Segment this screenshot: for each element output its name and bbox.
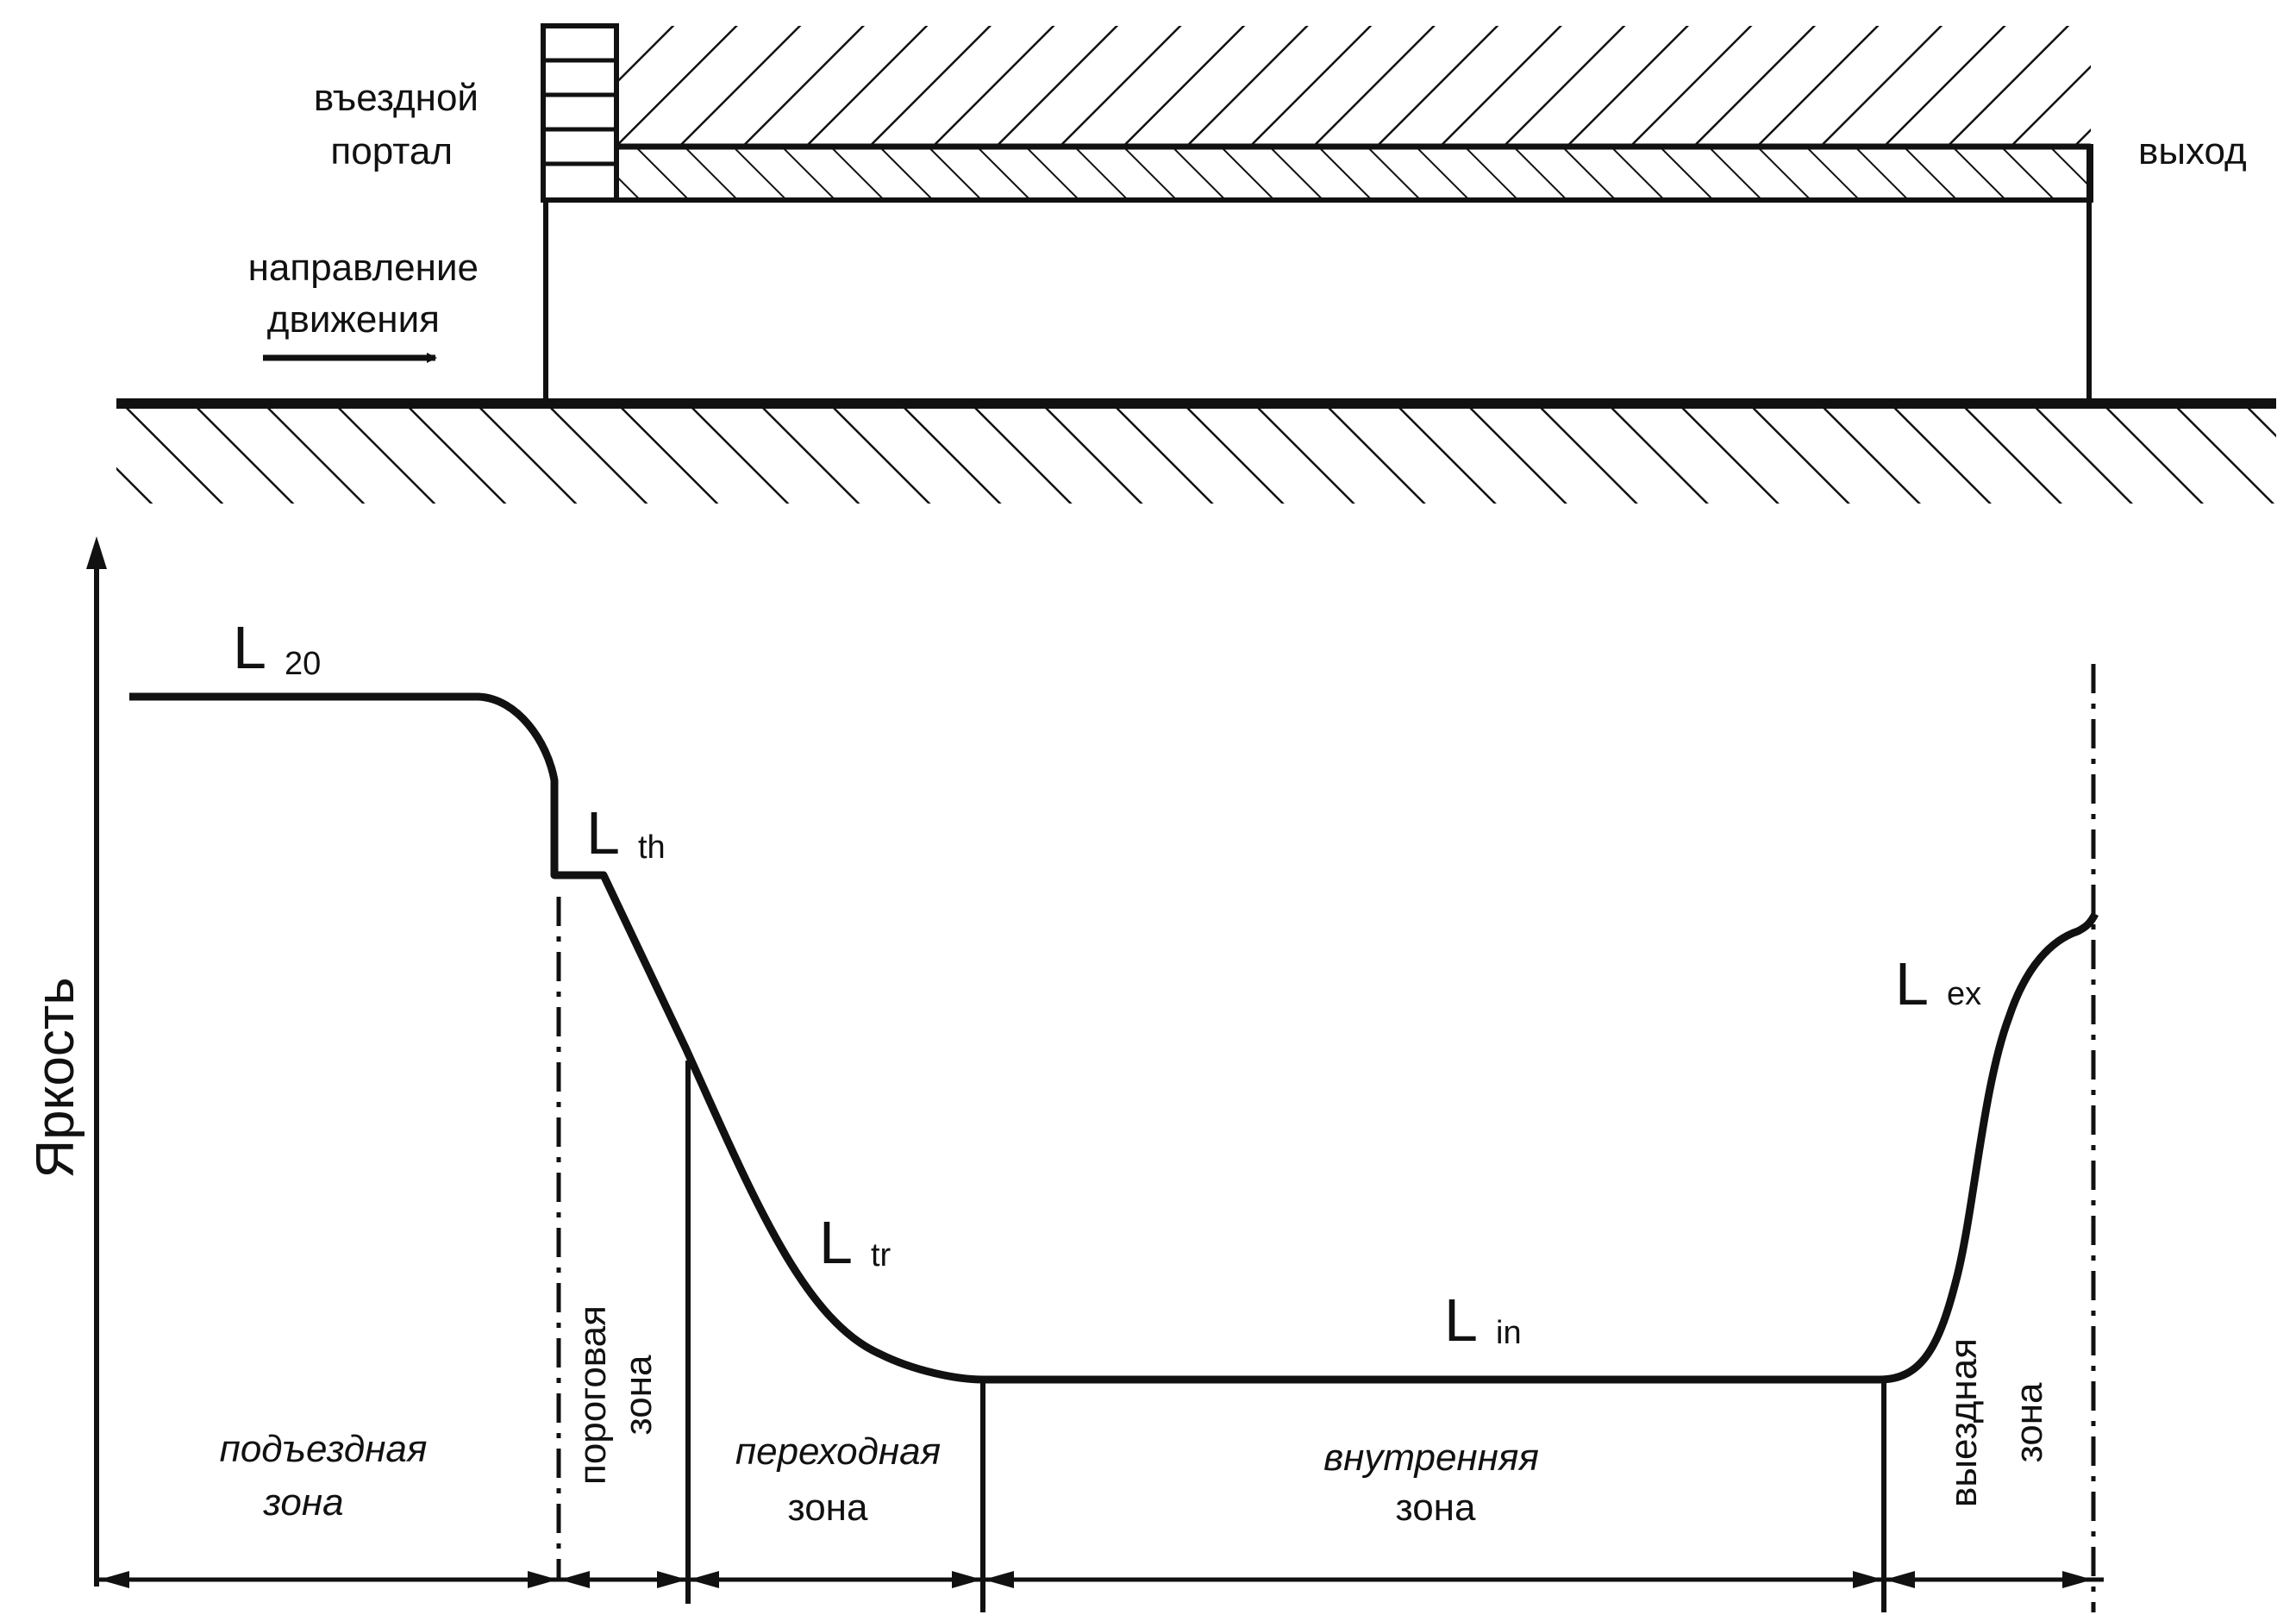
label-l20: L 20	[233, 614, 321, 682]
zone-interior-label-2: зона	[1396, 1486, 1476, 1529]
label-ltr: L tr	[819, 1209, 891, 1276]
exit-label: выход	[2138, 130, 2247, 172]
zone-threshold-label-2: зона	[617, 1355, 660, 1435]
ground-hatch	[116, 409, 2276, 504]
zone-approach-label-2: зона	[262, 1481, 343, 1524]
entrance-portal-label-2: портал	[330, 130, 453, 172]
zone-exit-label-2: зона	[2008, 1382, 2050, 1462]
svg-text:L: L	[1444, 1286, 1478, 1354]
tunnel-lining	[614, 144, 2093, 203]
zone-exit-label-1: выездная	[1943, 1338, 1985, 1507]
svg-text:20: 20	[285, 646, 321, 682]
roof-soil-hatch	[616, 26, 2091, 147]
y-axis-arrowhead	[86, 536, 107, 569]
label-lth: L th	[586, 799, 666, 867]
svg-text:in: in	[1496, 1315, 1522, 1351]
zone-dimension-line	[97, 1571, 2104, 1588]
label-lin: L in	[1444, 1286, 1522, 1354]
luminance-curve	[129, 692, 2099, 1384]
svg-text:th: th	[638, 829, 666, 866]
label-lex: L ex	[1895, 950, 1981, 1017]
y-axis-label: Яркость	[26, 977, 85, 1178]
svg-text:L: L	[233, 614, 266, 681]
svg-text:L: L	[819, 1209, 853, 1276]
direction-label-1: направление	[248, 247, 479, 289]
zone-transition-label-1: переходная	[735, 1430, 941, 1473]
svg-text:ex: ex	[1947, 976, 1981, 1012]
tunnel-section	[116, 23, 2276, 504]
zone-threshold-label-1: пороговая	[572, 1305, 614, 1485]
direction-label-2: движения	[267, 298, 440, 341]
zone-approach-label-1: подъездная	[220, 1428, 428, 1470]
svg-text:L: L	[586, 799, 620, 867]
entrance-portal-bricks	[541, 23, 619, 203]
svg-text:tr: tr	[871, 1237, 891, 1274]
svg-text:L: L	[1895, 950, 1929, 1017]
zone-transition-label-2: зона	[788, 1486, 868, 1529]
zone-interior-label-1: внутренняя	[1323, 1436, 1539, 1479]
entrance-portal-label-1: въездной	[314, 77, 479, 119]
